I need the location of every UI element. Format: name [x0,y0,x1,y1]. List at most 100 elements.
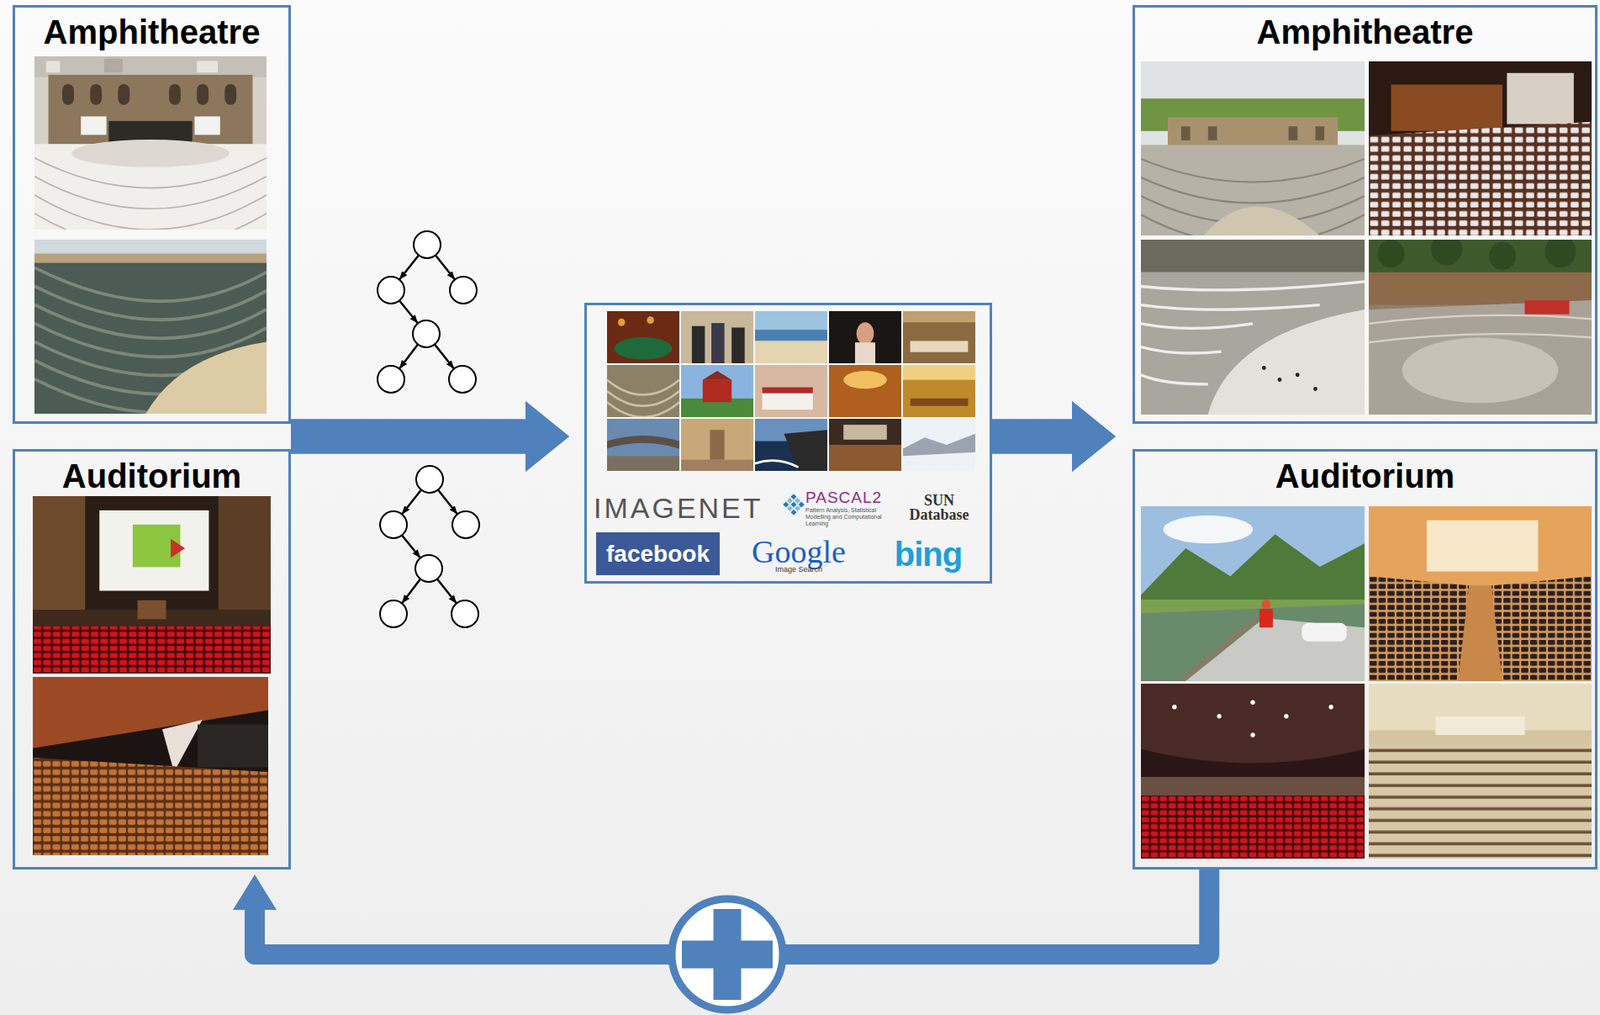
photo-part [1491,575,1592,682]
tree-icon-part [448,365,476,393]
photo-part [910,398,969,407]
logo-text: PASCAL2 [805,488,901,507]
photo [607,364,680,418]
photo-part [1426,520,1539,572]
tree-icon-part-part [399,300,418,324]
photo-part [1457,585,1503,682]
pascal-icon-part [786,505,793,512]
photo [32,676,269,856]
photo-part [1436,716,1526,735]
photo-part [617,318,626,327]
photo-part [1140,795,1365,859]
photo [32,496,271,674]
photo [1368,61,1592,236]
photo-part [607,455,680,471]
photo [34,56,267,249]
photo-part [1140,61,1365,236]
photo-part [607,380,680,418]
photo-part-part [1140,281,1365,291]
photo-part [34,56,267,230]
photo-part [1181,126,1325,141]
photo-part-part [1140,347,1222,354]
photo-part-part [1140,374,1209,385]
photo-part [196,60,218,73]
photo-part-part [1181,126,1191,141]
photo-part [34,56,267,78]
photo-part [48,74,254,144]
photo-part [32,496,85,619]
photo-part-part [1208,126,1218,141]
photo-part [1203,206,1320,237]
logo-text: Google [739,534,858,569]
photo-part [681,364,754,418]
box-heading: Amphitheatre [15,7,289,52]
photo-part-part [1313,386,1318,391]
photo-part [1172,699,1334,737]
photo-part [34,239,267,414]
photo-part [755,364,828,418]
tree-icon-part-part [399,255,419,280]
photo-part-part [34,285,267,320]
photo-part [1506,73,1574,125]
photo [902,418,976,471]
photo-part-part [1250,699,1255,705]
logo-cell: SUN Database [905,493,973,523]
photo-part [1181,617,1257,682]
logo-cell: PASCAL2Pattern Analysis, Statistical Mod… [778,488,901,528]
photo-part [711,322,724,364]
photo-part-part [1314,126,1325,141]
photo-part [1368,272,1592,306]
photo-part [34,239,267,256]
photo-part [1368,61,1592,236]
dataset-box: IMAGENETPASCAL2Pattern Analysis, Statist… [584,302,993,584]
photo-part [762,390,814,410]
tree-icon-part [377,276,405,304]
photo-part [1185,617,1365,682]
photo-part [1259,608,1273,628]
photo-part [607,418,680,471]
photo-part [829,311,902,364]
photo-part [1140,239,1365,273]
photo-part [607,435,680,449]
photo-part [218,496,271,619]
logo-text: facebook [596,532,720,576]
photo-part-part [607,380,680,396]
photo-part [855,342,876,364]
plus-symbol-part [713,908,742,1000]
tree-icon-part [449,276,477,304]
photo-part [681,459,754,471]
photo-part-part [1288,126,1299,141]
photo-part [32,757,269,856]
photo-part-part [1544,234,1576,268]
photo-part [843,370,888,389]
photo-part-part [1277,377,1283,382]
photo-part [902,311,976,323]
photo [1140,239,1365,415]
photo-part-part [607,401,680,418]
photo [34,239,267,414]
box-heading: Amphitheatre [1135,7,1595,52]
photo-part [1140,603,1365,682]
photo-part [34,158,267,249]
pascal-icon-part [782,501,789,507]
photo [1140,61,1365,245]
photo-part [104,58,123,73]
tree-icon-part-part [434,344,455,370]
photo-part-part [1295,372,1300,377]
photo-part [755,460,799,468]
photo-part [1402,337,1559,403]
photo-part [145,341,267,414]
logo-text: Image Search [739,565,858,574]
photo [607,418,680,471]
photo [1140,506,1365,682]
photo [607,311,680,364]
arrow-connector [290,419,526,455]
photo-part [1140,776,1365,796]
arrow-connector [992,419,1072,455]
photo-part [1378,232,1577,270]
tree-icon-part-part [399,344,418,370]
photo-part-part [34,176,267,209]
pascal-icon-part [798,501,805,507]
